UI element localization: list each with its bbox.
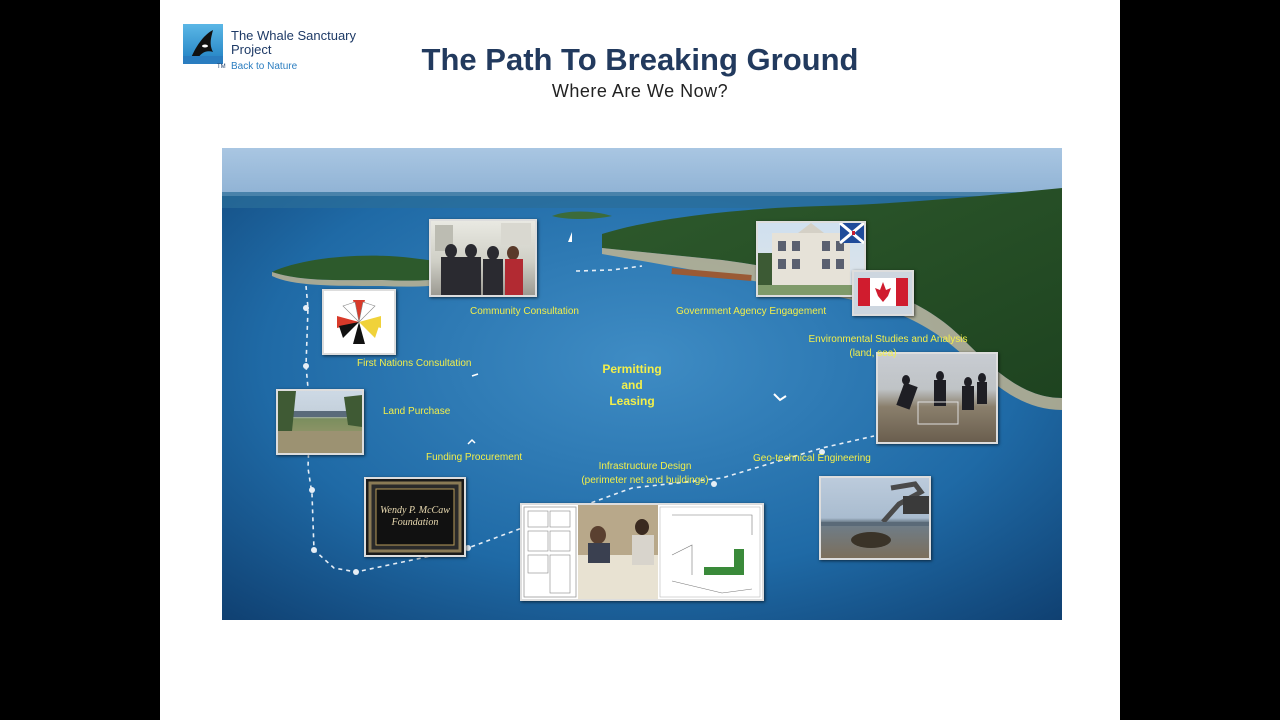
logo-text-line2: Project — [231, 42, 272, 57]
label-infrastructure: Infrastructure Design (perimeter net and… — [562, 460, 728, 488]
label-land-purchase: Land Purchase — [383, 406, 451, 417]
mccaw-foundation-plaque: Wendy P. McCaw Foundation — [364, 477, 466, 557]
path-map: Wendy P. McCaw Foundation — [222, 148, 1062, 620]
community-consultation-photo — [429, 219, 537, 297]
logo-text-line1: The Whale Sanctuary — [231, 28, 357, 43]
infrastructure-design-photo — [520, 503, 764, 601]
center-label-line3: Leasing — [609, 394, 655, 408]
label-funding-procurement: Funding Procurement — [426, 452, 523, 463]
label-environmental-line1: Environmental Studies and Analysis — [808, 334, 968, 345]
first-nations-star-icon — [322, 289, 396, 355]
plaque-line-1: Wendy P. McCaw — [380, 505, 450, 516]
canada-flag-photo — [852, 270, 914, 316]
label-environmental-line2: (land, sea) — [849, 348, 897, 359]
label-geotechnical: Geo-technical Engineering — [753, 453, 871, 464]
center-label-line2: and — [621, 378, 643, 392]
logo-tagline: Back to Nature — [231, 61, 298, 72]
label-infrastructure-line1: Infrastructure Design — [598, 461, 692, 472]
trademark: TM — [217, 64, 226, 70]
center-label-line1: Permitting — [602, 362, 662, 376]
land-purchase-photo — [276, 389, 364, 455]
plaque-line-2: Foundation — [391, 517, 439, 528]
label-first-nations: First Nations Consultation — [357, 358, 472, 369]
page-title: The Path To Breaking Ground — [421, 42, 859, 77]
government-building-photo — [756, 221, 866, 297]
orca-icon — [183, 24, 223, 64]
slide: TM The Whale Sanctuary Project Back to N… — [160, 0, 1120, 720]
label-infrastructure-line2: (perimeter net and buildings) — [581, 475, 709, 486]
page-subtitle: Where Are We Now? — [551, 81, 729, 101]
label-government-engagement: Government Agency Engagement — [676, 306, 827, 317]
center-label-permitting: Permitting and Leasing — [592, 361, 672, 409]
geotechnical-engineering-photo — [819, 476, 931, 560]
whale-sanctuary-logo: TM The Whale Sanctuary Project Back to N… — [183, 24, 373, 76]
label-environmental: Environmental Studies and Analysis (land… — [782, 333, 994, 361]
label-community-consultation: Community Consultation — [470, 306, 579, 317]
environmental-studies-photo — [876, 352, 998, 444]
